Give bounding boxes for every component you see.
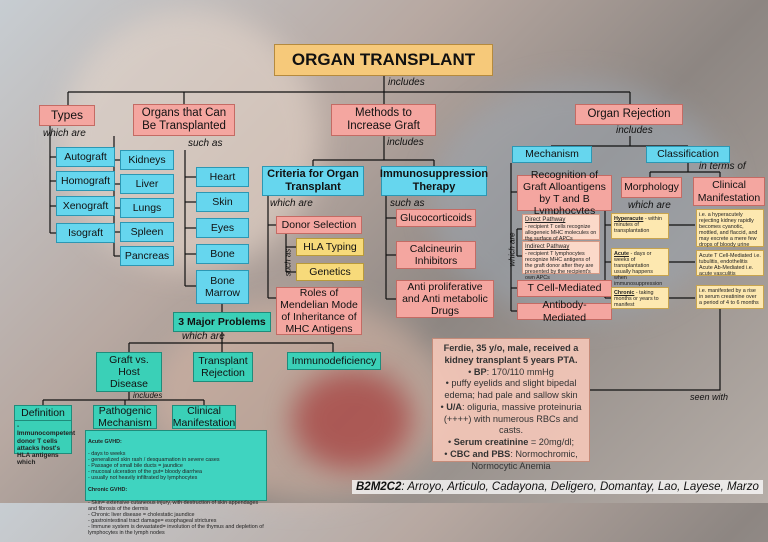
link-label-includes: includes [616,125,653,136]
rejection-recognition: Recognition of Graft Alloantigens by T a… [517,169,612,217]
link-label-includes: includes [387,137,424,148]
rejection-mechanism: Mechanism [512,146,592,163]
link-label-includes: includes [388,77,425,88]
kidney-image [292,370,412,470]
morph-acute: Acute - days or weeks of transplantation… [611,248,669,293]
problem-transplant-rejection: Transplant Rejection [193,352,253,382]
gvhd-definition-text: -Immunocompetent donor T cells attacks h… [14,420,75,466]
organ-pancreas: Pancreas [120,246,174,266]
criteria-hla-typing: HLA Typing [296,238,364,256]
case-ua: • U/A: oliguria, massive proteinuria (++… [440,401,582,436]
case-bp: • BP: 170/110 mmHg [468,366,554,377]
direct-pathway: Direct Pathway - recipient T cells recog… [522,214,600,242]
link-label-in-terms-of: in terms of [699,161,746,172]
chronic-gvhd-title: Chronic GVHD: [88,487,128,494]
organ-spleen: Spleen [120,222,174,242]
indirect-pathway-title: Indirect Pathway [525,244,570,250]
problem-immunodeficiency: Immunodeficiency [287,352,381,370]
clinical-acute: Acute T Cell-Mediated i.e. tubulitis, en… [696,250,764,277]
node-organ-rejection: Organ Rejection [575,104,683,125]
node-methods: Methods to Increase Graft [331,104,436,136]
node-immunosuppression: Immunosuppression Therapy [380,166,488,196]
criteria-genetics: Genetics [296,263,364,281]
direct-pathway-text: - recipient T cells recognize allogeneic… [525,223,597,242]
criteria-donor-selection: Donor Selection [276,216,362,234]
rejection-classification: Classification [646,146,730,163]
rejection-antibody: Antibody-Mediated [517,299,612,324]
organ-heart: Heart [196,167,249,187]
link-label-such-as: such as [188,138,223,149]
gvhd-definition: Definition [14,405,72,421]
organ-skin: Skin [196,192,249,212]
morph-chronic: Chronic - taking months or years to mani… [611,287,669,309]
link-label-which-are: which are [628,200,671,211]
rejection-tcell: T Cell-Mediated [517,280,612,297]
problem-gvhd: Graft vs. Host Disease [96,352,162,392]
organ-liver: Liver [120,174,174,194]
indirect-pathway: Indirect Pathway - recipient T lymphocyt… [522,241,600,281]
criteria-mendelian: Roles of Mendelian Mode of Inheritance o… [276,287,362,335]
case-box: Ferdie, 35 y/o, male, received a kidney … [432,338,590,471]
organ-eyes: Eyes [196,218,249,238]
morph-hyperacute: Hyperacute - within minutes of transplan… [611,213,669,239]
connector-lines [42,76,721,405]
node-major-problems: 3 Major Problems [173,312,271,332]
link-label-such-as: such as [390,198,425,209]
link-label-includes: includes [133,391,163,400]
gvhd-clinical-manifestation: Clinical Manifestation [172,404,236,429]
organ-kidneys: Kidneys [120,150,174,170]
organ-lungs: Lungs [120,198,174,218]
link-label-which-are: which are [507,232,517,267]
chronic-label: Chronic [614,290,635,296]
credit-line: B2M2C2: Arroyo, Articulo, Cadayona, Deli… [352,480,763,494]
organ-bone: Bone [196,244,249,264]
page-title: ORGAN TRANSPLANT [274,44,493,76]
indirect-pathway-text: - recipient T lymphocytes recognize MHC … [525,250,594,281]
link-label-which-are: which are [43,128,86,139]
type-isograft: Isograft [56,223,115,243]
type-homograft: Homograft [56,171,115,191]
chronic-gvhd-text: - Skin= extensive cutaneous injury, with… [88,499,264,536]
type-autograft: Autograft [56,147,115,167]
clinical-chronic: i.e. manifested by a rise in serum creat… [696,285,764,309]
direct-pathway-title: Direct Pathway [525,217,566,223]
link-label-such-as: such as [283,248,293,277]
hyperacute-text: - within minutes of transplantation [614,216,662,235]
case-cbc: • CBC and PBS: Normochromic, Normocytic … [444,448,578,471]
node-types: Types [39,105,95,126]
chronic-text: - taking months or years to manifest [614,290,659,309]
clinical-hyperacute: i.e. a hyperacutely rejecting kidney rap… [696,209,764,248]
acute-label: Acute [614,251,629,257]
case-intro: Ferdie, 35 y/o, male, received a kidney … [443,343,579,365]
immuno-glucocorticoids: Glucocorticoids [396,209,476,227]
node-organs: Organs that Can Be Transplanted [133,104,235,136]
gvhd-clinical-detail: Acute GVHD: - days to weeks - generalize… [85,430,267,536]
classification-clinical: Clinical Manifestation [693,177,765,206]
case-symptoms: • puffy eyelids and slight bipedal edema… [444,378,578,401]
hyperacute-label: Hyperacute [614,216,644,222]
gvhd-pathogenic-mechanism: Pathogenic Mechanism [93,405,157,429]
classification-morphology: Morphology [621,177,682,198]
link-label-which-are: which are [182,331,225,342]
link-label-seen-with: seen with [690,392,729,402]
immuno-calcineurin: Calcineurin Inhibitors [396,241,476,269]
case-creatinine: • Serum creatinine = 20mg/dl; [447,437,575,448]
link-label-which-are: which are [270,198,313,209]
acute-gvhd-title: Acute GVHD: [88,439,122,446]
acute-gvhd-text: - days to weeks - generalized skin rash … [88,451,220,482]
node-criteria: Criteria for Organ Transplant [262,166,364,196]
type-xenograft: Xenograft [56,196,115,216]
immuno-antiproliferative: Anti proliferative and Anti metabolic Dr… [396,280,494,318]
organ-bone-marrow: Bone Marrow [196,270,249,304]
